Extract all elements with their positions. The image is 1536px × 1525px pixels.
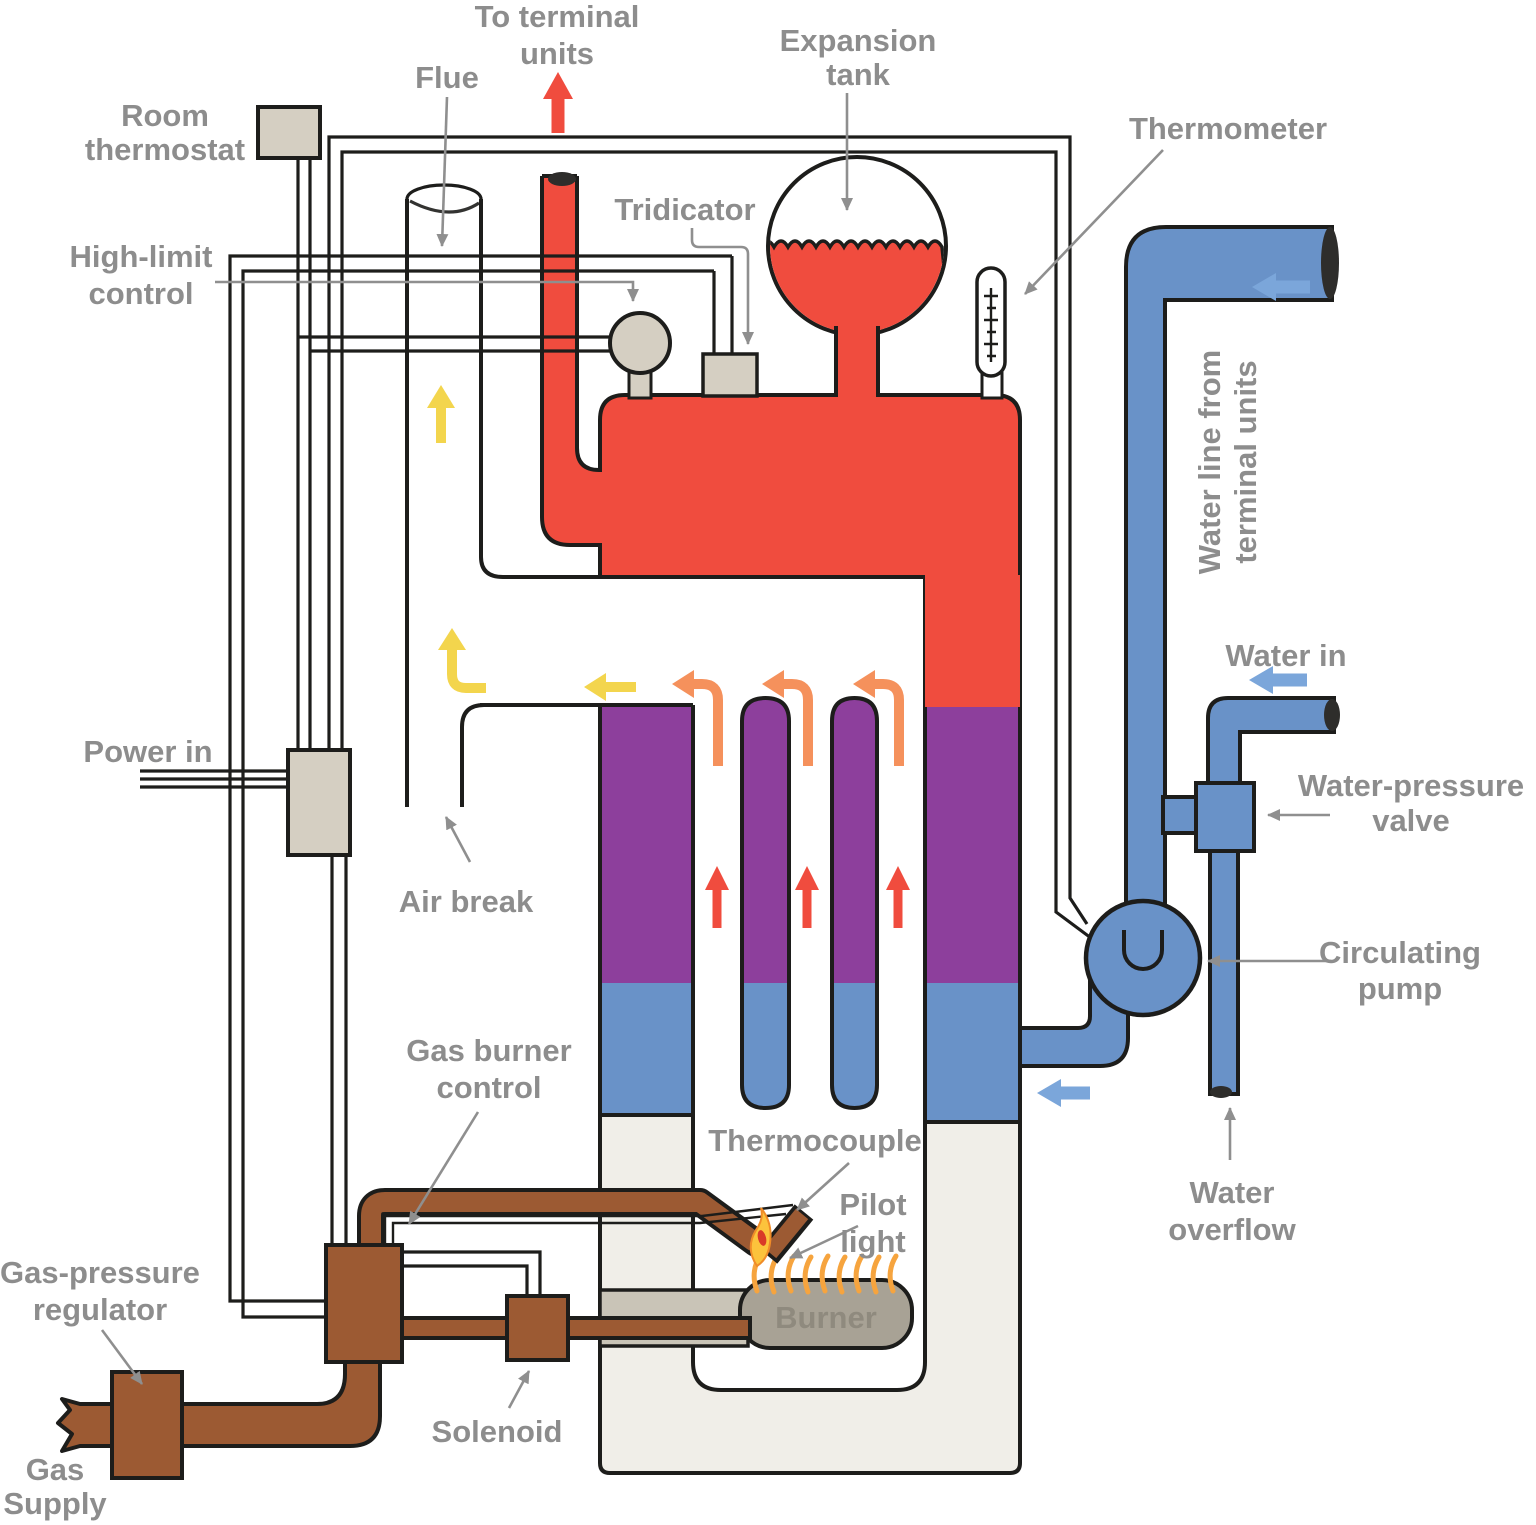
room-thermostat-box [256, 105, 322, 160]
water-in-cut-end [1324, 699, 1340, 731]
pointer-gas-burner-control [407, 1111, 480, 1225]
svg-text:units: units [520, 36, 594, 71]
thermometer-device [975, 266, 1007, 400]
flue-gas-flow-arrows [427, 385, 910, 928]
air-break-inner-wall [460, 703, 485, 807]
label-tridicator: Tridicator [614, 192, 755, 227]
svg-text:light: light [840, 1224, 905, 1259]
water-piping [1018, 225, 1340, 1098]
supply-pipe-cut-end [548, 172, 576, 186]
circulating-pump-body [1083, 898, 1203, 1018]
heat-exchanger [480, 575, 1022, 1124]
pointer-gas-pressure-regulator [100, 1329, 144, 1385]
label-gas-burner-control: Gas burner [406, 1033, 571, 1068]
return-pipe-cut-end [1321, 227, 1339, 299]
junction-box [286, 748, 352, 857]
label-room-thermostat: Room [121, 98, 209, 133]
expansion-tank-device [766, 155, 948, 397]
pointer-air-break [444, 816, 472, 863]
pointer-thermocouple [796, 1162, 850, 1211]
label-pilot-light: Pilot [839, 1187, 906, 1222]
label-water-line: Water line from [1192, 350, 1227, 575]
pointer-solenoid [507, 1370, 531, 1409]
svg-text:tank: tank [826, 57, 891, 92]
gas-burner-control-box [324, 1243, 404, 1364]
power-in-wires [140, 769, 288, 789]
svg-text:thermostat: thermostat [85, 132, 245, 167]
pointer-flue [436, 96, 449, 247]
water-flow-arrows [1037, 273, 1310, 1107]
label-flue: Flue [415, 60, 479, 95]
label-circulating-pump: Circulating [1319, 935, 1481, 970]
tridicator-device [701, 352, 759, 398]
gas-pressure-regulator [110, 1370, 184, 1480]
svg-text:overflow: overflow [1168, 1212, 1296, 1247]
svg-text:valve: valve [1372, 803, 1450, 838]
return-line-pipe [1124, 225, 1334, 962]
label-burner: Burner [775, 1300, 877, 1335]
high-limit-control-device [608, 311, 672, 400]
svg-text:control: control [88, 276, 193, 311]
gas-piping [56, 1188, 814, 1480]
label-expansion-tank: Expansion [780, 23, 937, 58]
burner-body [738, 1278, 914, 1350]
label-air-break: Air break [399, 884, 534, 919]
svg-text:terminal units: terminal units [1228, 360, 1263, 563]
label-power-in: Power in [83, 734, 212, 769]
pointer-pilot-light [789, 1224, 859, 1260]
svg-text:pump: pump [1358, 971, 1442, 1006]
annotation-pointers [100, 93, 1331, 1409]
pointer-high-limit [215, 280, 639, 302]
electrical-wiring [140, 135, 1092, 1319]
svg-text:regulator: regulator [33, 1292, 167, 1327]
water-pressure-valve-body [1194, 781, 1256, 853]
label-high-limit-control: High-limit [70, 239, 213, 274]
label-solenoid: Solenoid [432, 1414, 563, 1449]
thermocouple-rod [758, 1204, 814, 1264]
pump-inner-detail [1122, 930, 1164, 971]
pointer-thermometer [1024, 149, 1164, 295]
hot-water-header-and-riser [540, 172, 1022, 707]
label-water-in: Water in [1225, 638, 1346, 673]
svg-text:Supply: Supply [3, 1486, 107, 1521]
supply-flow-arrow [543, 72, 573, 133]
label-to-terminal-units: To terminal [475, 0, 640, 34]
label-gas-pressure-regulator: Gas-pressure [0, 1255, 200, 1290]
pilot-flame [749, 1207, 772, 1268]
label-gas-supply: Gas [26, 1452, 85, 1487]
overflow-cut-end [1210, 1086, 1232, 1098]
gas-supply-pipe [56, 1360, 382, 1453]
overflow-pipe [1208, 849, 1240, 1096]
label-water-overflow: Water [1190, 1175, 1275, 1210]
label-water-pressure-valve: Water-pressure [1298, 768, 1524, 803]
solenoid-valve [505, 1294, 570, 1362]
label-thermocouple: Thermocouple [708, 1123, 922, 1158]
svg-text:control: control [436, 1070, 541, 1105]
pointer-tridicator [690, 228, 754, 345]
devices [256, 105, 1007, 857]
label-thermometer: Thermometer [1129, 111, 1327, 146]
